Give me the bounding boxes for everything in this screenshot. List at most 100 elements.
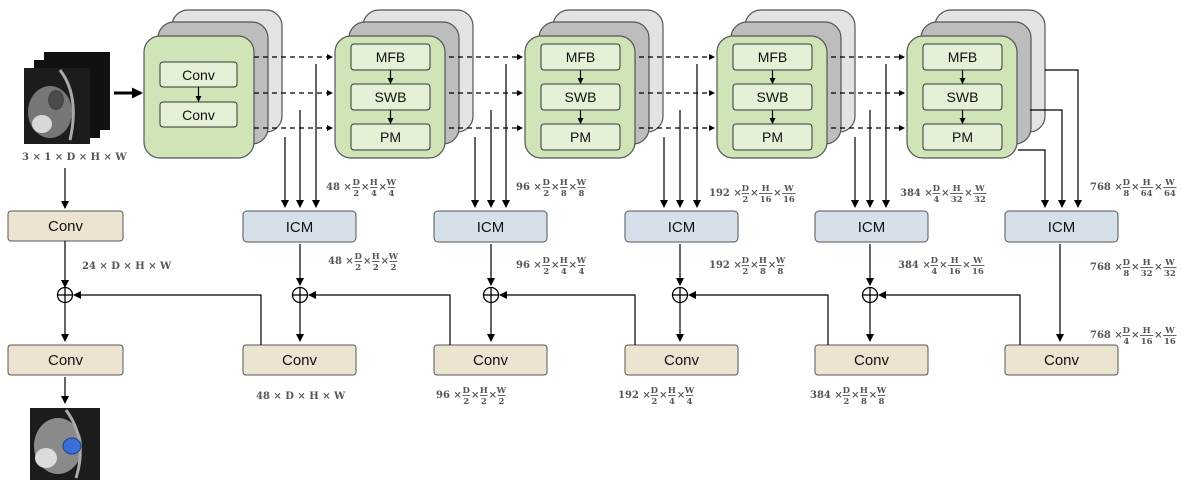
svg-text:×: × bbox=[569, 260, 577, 271]
icm-box-4 bbox=[814, 210, 929, 243]
svg-text:×: × bbox=[659, 390, 667, 401]
decoder-conv-label-2: Conv bbox=[473, 352, 509, 369]
stage1-mfb-label: MFB bbox=[376, 49, 406, 65]
svg-text:8: 8 bbox=[879, 397, 885, 407]
svg-text:H: H bbox=[1143, 178, 1151, 188]
svg-text:W: W bbox=[576, 178, 587, 188]
svg-text:×: × bbox=[1154, 262, 1162, 273]
dim-label-icm1: 48 ×D2×H2×W2 bbox=[328, 252, 399, 273]
svg-text:16: 16 bbox=[783, 195, 795, 205]
svg-text:×: × bbox=[768, 260, 776, 271]
svg-text:×: × bbox=[489, 390, 497, 401]
svg-text:2: 2 bbox=[463, 397, 469, 407]
svg-text:H: H bbox=[951, 256, 959, 266]
decoder-conv-label-3: Conv bbox=[664, 352, 700, 369]
svg-text:32: 32 bbox=[1164, 269, 1176, 279]
svg-text:16: 16 bbox=[972, 267, 984, 277]
svg-text:2: 2 bbox=[353, 189, 359, 199]
stage5-feed-arrow bbox=[1045, 69, 1082, 208]
dim-label-dec4: 384 ×D2×H8×W8 bbox=[810, 386, 887, 407]
svg-text:4: 4 bbox=[931, 267, 937, 277]
stage4-swb-label: SWB bbox=[947, 89, 979, 105]
stage3-pm-box bbox=[732, 123, 813, 151]
svg-text:W: W bbox=[972, 256, 983, 266]
stage3-mfb-label: MFB bbox=[758, 49, 788, 65]
svg-text:8: 8 bbox=[778, 267, 784, 277]
svg-text:D: D bbox=[353, 178, 361, 188]
input-shape-label: 3 × 1 × D × H × W bbox=[22, 152, 127, 163]
svg-text:4: 4 bbox=[388, 189, 394, 199]
svg-text:×: × bbox=[773, 188, 781, 199]
decoder-conv-label-1: Conv bbox=[282, 352, 318, 369]
stage1-encoder-stack: MFB SWB PM bbox=[334, 9, 474, 159]
stage4-mfb-label: MFB bbox=[948, 49, 978, 65]
svg-text:768 ×: 768 × bbox=[1090, 182, 1123, 193]
decoder-conv-box-1 bbox=[242, 344, 357, 376]
adder-1 bbox=[291, 286, 309, 304]
output-segmentation-image bbox=[30, 408, 100, 480]
svg-text:D: D bbox=[742, 256, 750, 266]
svg-text:4: 4 bbox=[561, 267, 567, 277]
svg-text:16: 16 bbox=[760, 195, 772, 205]
svg-text:2: 2 bbox=[498, 397, 504, 407]
svg-text:H: H bbox=[560, 256, 568, 266]
svg-text:4: 4 bbox=[371, 189, 377, 199]
svg-text:D: D bbox=[463, 386, 471, 396]
svg-text:W: W bbox=[576, 256, 587, 266]
dim-label-dec5: 768 ×D4×H16×W16 bbox=[1090, 326, 1177, 347]
stage2-pm-box bbox=[540, 123, 621, 151]
svg-text:2: 2 bbox=[390, 263, 396, 273]
adder-4 bbox=[861, 286, 879, 304]
svg-text:D: D bbox=[843, 386, 851, 396]
svg-text:768 ×: 768 × bbox=[1090, 262, 1123, 273]
svg-text:×: × bbox=[569, 182, 577, 193]
svg-text:W: W bbox=[876, 386, 887, 396]
skip0-label: 24 × D × H × W bbox=[82, 261, 172, 272]
icm-label-1: ICM bbox=[286, 219, 314, 236]
stage0-conv1-label: Conv bbox=[182, 67, 215, 83]
stage4-pm-label: PM bbox=[952, 129, 973, 145]
stage1-pm-label: PM bbox=[380, 129, 401, 145]
upsample-arrow-3 bbox=[499, 291, 636, 345]
svg-text:×: × bbox=[750, 188, 758, 199]
svg-text:32: 32 bbox=[1141, 269, 1153, 279]
svg-text:H: H bbox=[560, 178, 568, 188]
svg-text:D: D bbox=[355, 252, 363, 262]
dim-label-enc2: 96 ×D2×H8×W8 bbox=[516, 178, 587, 199]
svg-text:D: D bbox=[1123, 326, 1131, 336]
svg-text:D: D bbox=[742, 184, 750, 194]
svg-text:×: × bbox=[381, 256, 389, 267]
dim-label-enc1: 48 ×D2×H4×W4 bbox=[326, 178, 397, 199]
svg-text:192 ×: 192 × bbox=[709, 188, 742, 199]
svg-text:384 ×: 384 × bbox=[900, 188, 933, 199]
svg-text:H: H bbox=[668, 386, 676, 396]
svg-text:96 ×: 96 × bbox=[516, 260, 542, 271]
icm-label-2: ICM bbox=[477, 219, 505, 236]
svg-text:W: W bbox=[1164, 178, 1175, 188]
svg-text:W: W bbox=[1164, 326, 1175, 336]
upsample-arrow-5 bbox=[878, 291, 1021, 345]
stage1-swb-label: SWB bbox=[375, 89, 407, 105]
upsample-arrow-2 bbox=[308, 291, 451, 345]
stage0-conv2-label: Conv bbox=[182, 107, 215, 123]
icm-box-1 bbox=[242, 210, 357, 243]
svg-text:H: H bbox=[370, 178, 378, 188]
svg-text:H: H bbox=[860, 386, 868, 396]
dim-label-icm2: 96 ×D2×H4×W4 bbox=[516, 256, 587, 277]
stage1-pm-box bbox=[350, 123, 431, 151]
svg-text:D: D bbox=[1123, 258, 1131, 268]
svg-text:×: × bbox=[379, 182, 387, 193]
svg-text:2: 2 bbox=[543, 267, 549, 277]
svg-text:H: H bbox=[762, 184, 770, 194]
dim-label-enc5: 768 ×D8×H64×W64 bbox=[1090, 178, 1177, 199]
upsample-arrow-1 bbox=[73, 291, 262, 345]
svg-text:H: H bbox=[759, 256, 767, 266]
decoder-conv-box-4 bbox=[814, 344, 929, 376]
svg-text:2: 2 bbox=[481, 397, 487, 407]
svg-text:32: 32 bbox=[974, 195, 986, 205]
svg-text:2: 2 bbox=[843, 397, 849, 407]
svg-text:8: 8 bbox=[578, 189, 584, 199]
svg-text:2: 2 bbox=[543, 189, 549, 199]
